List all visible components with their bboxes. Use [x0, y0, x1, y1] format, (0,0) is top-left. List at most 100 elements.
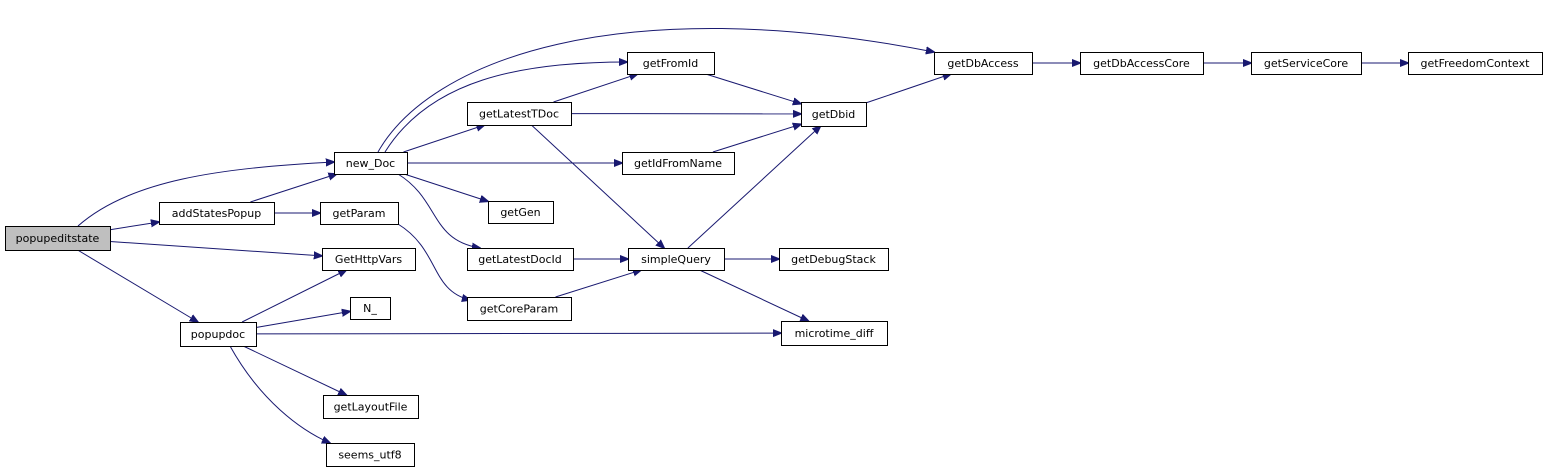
edge-line — [687, 126, 821, 249]
node-label: getLatestTDoc — [479, 108, 559, 121]
node-getLatestTDoc[interactable]: getLatestTDoc — [467, 102, 572, 126]
node-getLayoutFile[interactable]: getLayoutFile — [323, 395, 419, 419]
node-label: getCoreParam — [480, 303, 558, 316]
node-getCoreParam[interactable]: getCoreParam — [467, 297, 572, 321]
node-label: getFreedomContext — [1421, 57, 1531, 70]
edge-line — [377, 27, 934, 153]
edge-popupeditstate-to-GetHttpVars — [109, 241, 322, 256]
edge-line — [397, 223, 470, 300]
node-simpleQuery[interactable]: simpleQuery — [628, 248, 725, 271]
node-label: new_Doc — [346, 157, 395, 170]
node-getServiceCore[interactable]: getServiceCore — [1251, 52, 1362, 75]
edge-line — [109, 241, 322, 256]
edge-new_Doc-to-getLatestDocId — [397, 173, 480, 248]
edge-simpleQuery-to-microtime_diff — [699, 269, 809, 321]
node-box — [781, 321, 888, 346]
node-label: GetHttpVars — [335, 253, 402, 266]
node-getDebugStack[interactable]: getDebugStack — [779, 248, 889, 271]
node-box — [326, 443, 415, 467]
node-label: getServiceCore — [1264, 57, 1348, 70]
node-label: seems_utf8 — [338, 449, 401, 462]
node-box — [467, 102, 572, 126]
node-label: N_ — [363, 302, 377, 315]
edge-simpleQuery-to-getDbid — [687, 126, 821, 249]
node-microtime_diff[interactable]: microtime_diff — [781, 321, 888, 346]
node-getDbAccess[interactable]: getDbAccess — [934, 52, 1033, 75]
edge-line — [531, 124, 664, 248]
node-box — [467, 248, 574, 271]
node-box — [628, 248, 725, 271]
node-label: getParam — [333, 207, 386, 220]
node-box — [1408, 52, 1543, 75]
node-getFreedomContext[interactable]: getFreedomContext — [1408, 52, 1543, 75]
node-N_[interactable]: N_ — [350, 297, 391, 320]
edge-new_Doc-to-getFromId — [384, 62, 627, 153]
edge-getLatestTDoc-to-getFromId — [553, 74, 638, 103]
nodes-layer: popupeditstate addStatesPopup new_Doc getPa… — [5, 52, 1543, 467]
edge-line — [255, 311, 350, 328]
edge-new_Doc-to-getLatestTDoc — [403, 125, 485, 153]
node-label: getFromId — [643, 57, 699, 70]
edge-line — [403, 125, 485, 153]
edge-line — [865, 74, 951, 104]
edge-popupdoc-to-GetHttpVars — [241, 270, 346, 323]
node-getLatestDocId[interactable]: getLatestDocId — [467, 248, 574, 271]
edge-popupeditstate-to-popupdoc — [77, 249, 198, 322]
node-label: getLayoutFile — [334, 401, 408, 414]
edge-line — [109, 222, 159, 231]
edge-line — [404, 173, 488, 201]
edges-layer — [77, 27, 1408, 443]
node-box — [801, 102, 867, 127]
edge-getLatestTDoc-to-simpleQuery — [531, 124, 664, 248]
node-box — [488, 201, 554, 224]
edge-line — [384, 62, 627, 153]
node-label: getIdFromName — [634, 157, 722, 170]
edge-line — [397, 173, 480, 248]
edge-getDbid-to-getDbAccess — [865, 74, 951, 104]
node-box — [350, 297, 391, 320]
edge-popupeditstate-to-new_Doc — [77, 162, 334, 227]
node-label: popupdoc — [191, 328, 245, 341]
node-box — [1251, 52, 1362, 75]
node-seems_utf8[interactable]: seems_utf8 — [326, 443, 415, 467]
node-getGen[interactable]: getGen — [488, 201, 554, 224]
edge-new_Doc-to-getDbAccess — [377, 27, 934, 153]
node-box — [323, 395, 419, 419]
node-getParam[interactable]: getParam — [320, 202, 399, 225]
node-label: getGen — [500, 206, 540, 219]
node-label: getDbAccessCore — [1093, 57, 1190, 70]
edge-getCoreParam-to-simpleQuery — [555, 270, 642, 298]
node-label: getDbAccess — [947, 57, 1018, 70]
node-new_Doc[interactable]: new_Doc — [334, 152, 408, 175]
edge-popupdoc-to-N_ — [255, 311, 350, 328]
node-box — [467, 297, 572, 321]
node-addStatesPopup[interactable]: addStatesPopup — [159, 202, 275, 225]
edge-line — [712, 124, 801, 153]
node-getDbid[interactable]: getDbid — [801, 102, 867, 127]
edge-popupdoc-to-microtime_diff — [255, 333, 781, 334]
node-box — [622, 152, 735, 175]
node-getDbAccessCore[interactable]: getDbAccessCore — [1080, 52, 1204, 75]
node-popupdoc[interactable]: popupdoc — [180, 322, 257, 347]
node-getIdFromName[interactable]: getIdFromName — [622, 152, 735, 175]
edge-line — [242, 345, 346, 395]
node-box — [159, 202, 275, 225]
edge-line — [553, 74, 638, 103]
edge-line — [77, 249, 198, 322]
node-label: getDebugStack — [791, 253, 876, 266]
node-label: simpleQuery — [641, 253, 711, 266]
node-box — [334, 152, 408, 175]
node-GetHttpVars[interactable]: GetHttpVars — [322, 248, 416, 271]
edge-popupdoc-to-getLayoutFile — [242, 345, 346, 395]
edge-line — [699, 269, 809, 321]
node-popupeditstate[interactable]: popupeditstate — [5, 226, 111, 251]
edge-getIdFromName-to-getDbid — [712, 124, 801, 153]
edge-popupeditstate-to-addStatesPopup — [109, 222, 159, 231]
edge-new_Doc-to-getGen — [404, 173, 488, 201]
node-getFromId[interactable]: getFromId — [627, 52, 715, 75]
node-box — [320, 202, 399, 225]
edge-line — [555, 270, 642, 298]
edge-getFromId-to-getDbid — [705, 73, 801, 104]
edge-getParam-to-getCoreParam — [397, 223, 470, 300]
